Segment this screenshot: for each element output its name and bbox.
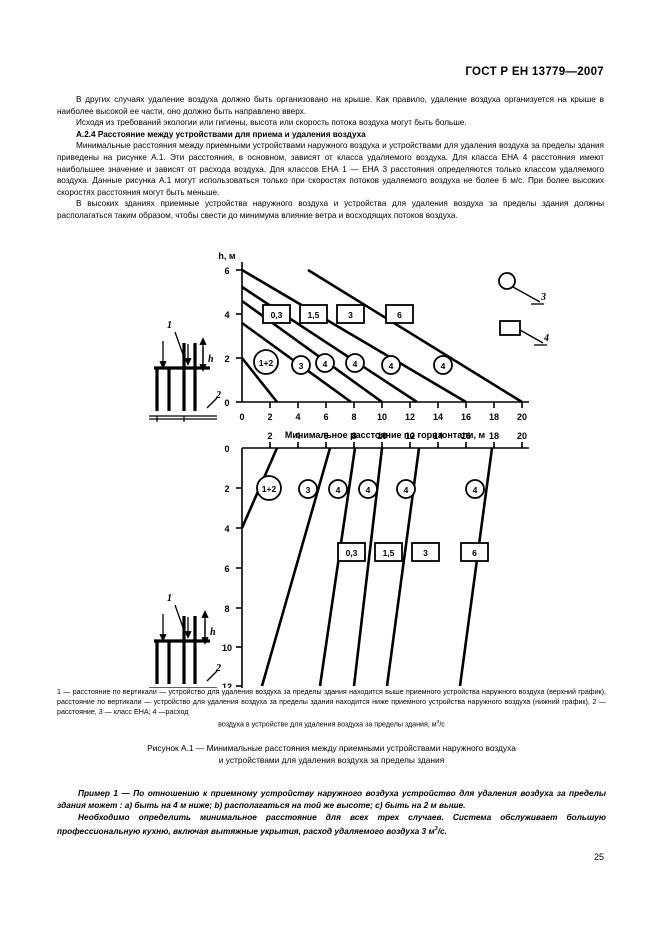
- svg-text:4: 4: [295, 431, 300, 441]
- svg-text:4: 4: [224, 524, 229, 534]
- figure-note-line-3: находится ниже приемного устройства нару…: [57, 698, 606, 717]
- upper-circle-label-2: 4: [323, 359, 328, 369]
- svg-text:10: 10: [222, 643, 232, 653]
- svg-text:0: 0: [224, 444, 229, 454]
- svg-text:2: 2: [224, 484, 229, 494]
- svg-text:18: 18: [489, 431, 499, 441]
- example-block: Пример 1 — По отношению к приемному устр…: [57, 787, 606, 837]
- svg-text:20: 20: [517, 412, 527, 422]
- svg-text:16: 16: [461, 412, 471, 422]
- paragraph-2: Исходя из требований экологии или гигиен…: [76, 118, 467, 128]
- lower-chart: 2 4 6 8 10 12 14 16 18 20 0 2 4 6: [222, 431, 529, 688]
- lower-box-label-2: 3: [423, 548, 428, 558]
- section-heading-a24: А.2.4 Расстояние между устройствами для …: [76, 129, 366, 139]
- figure-note: 1 — расстояние по вертикали — устройство…: [57, 687, 606, 729]
- page-number: 25: [593, 852, 604, 862]
- building-sketch-lower: h 1 2: [149, 593, 221, 688]
- figure-note-line-2: наружного воздуха (верхний график), расс…: [57, 688, 606, 707]
- upper-chart-lines: [240, 268, 523, 404]
- example-paragraph-2: Необходимо определить минимальное рассто…: [57, 812, 606, 837]
- lower-circle-label-1: 3: [306, 485, 311, 495]
- figure-legend: 3 4: [498, 272, 549, 346]
- svg-text:14: 14: [433, 412, 443, 422]
- paragraph-1: В других случаях удаление воздуха должно…: [57, 95, 604, 116]
- svg-text:12: 12: [405, 431, 415, 441]
- upper-circle-label-1: 3: [299, 361, 304, 371]
- upper-box-label-0: 0,3: [271, 310, 283, 320]
- paragraph-4: В высоких зданиях приемные устройства на…: [57, 199, 604, 220]
- svg-text:6: 6: [323, 431, 328, 441]
- upper-box-label-2: 3: [348, 310, 353, 320]
- svg-text:4: 4: [295, 412, 300, 422]
- svg-text:10: 10: [377, 431, 387, 441]
- body-text-block: В других случаях удаление воздуха должно…: [57, 94, 604, 222]
- lower-yticks: 0 2 4 6 8 10 12 h, м: [222, 444, 242, 688]
- example-paragraph-1: Пример 1 — По отношению к приемному устр…: [57, 788, 606, 811]
- lower-circle-labels: 1+2 3 4 4 4 4: [256, 475, 485, 501]
- callout-2-lower: 2: [215, 663, 221, 674]
- upper-chart: 0 2 4 6 h, м 2 4 6 8 10 12 14 16 18 20: [218, 251, 549, 440]
- upper-circle-label-5: 4: [441, 361, 446, 371]
- callout-2-upper: 2: [215, 390, 221, 401]
- svg-text:8: 8: [351, 431, 356, 441]
- svg-text:2: 2: [267, 412, 272, 422]
- upper-circle-label-3: 4: [353, 359, 358, 369]
- figure-caption-line-1: Рисунок А.1 — Минимальные расстояния меж…: [147, 743, 516, 753]
- upper-ytick-0: 0: [224, 398, 229, 408]
- h-label-upper: h: [208, 354, 214, 365]
- svg-text:10: 10: [377, 412, 387, 422]
- figure-note-line-1: 1 — расстояние по вертикали — устройство…: [57, 688, 480, 696]
- callout-1-upper: 1: [167, 320, 172, 331]
- building-sketch-upper: h 1 2: [149, 320, 221, 422]
- figure-caption-line-2: и устройствами для удаления воздуха за п…: [218, 755, 445, 765]
- figure-a1-svg: .ln { stroke:#000; stroke-width:2.6; fil…: [149, 251, 549, 688]
- lower-circle-label-5: 4: [473, 485, 478, 495]
- upper-box-labels: 0,3 1,5 3 6: [262, 304, 414, 324]
- standard-header: ГОСТ Р ЕН 13779—2007: [465, 66, 604, 78]
- flow-marker-rect-icon: [499, 320, 521, 336]
- svg-text:14: 14: [433, 431, 443, 441]
- legend-flow-label: 4: [543, 333, 549, 344]
- upper-y-axis-label: h, м: [218, 251, 235, 261]
- svg-text:2: 2: [267, 431, 272, 441]
- h-label-lower: h: [210, 627, 216, 638]
- figure-x-axis-label: Минимальное расстояние по горизонтали, м: [285, 430, 486, 440]
- upper-ytick-2: 2: [224, 354, 229, 364]
- upper-circle-labels: 1+2 3 4 4 4 4: [253, 349, 453, 375]
- upper-box-label-3: 6: [397, 310, 402, 320]
- svg-text:0: 0: [239, 412, 244, 422]
- paragraph-3: Минимальные расстояния между приемными у…: [57, 141, 604, 197]
- lower-box-labels: 0,3 1,5 3 6: [337, 542, 489, 562]
- callout-1-lower: 1: [167, 593, 172, 604]
- class-marker-circle-icon: [498, 272, 516, 290]
- figure-caption: Рисунок А.1 — Минимальные расстояния меж…: [57, 742, 606, 766]
- upper-ytick-6: 6: [224, 266, 229, 276]
- svg-text:20: 20: [517, 431, 527, 441]
- lower-circle-label-2: 4: [336, 485, 341, 495]
- svg-text:8: 8: [351, 412, 356, 422]
- lower-circle-label-0: 1+2: [262, 484, 277, 494]
- upper-ytick-4: 4: [224, 310, 229, 320]
- upper-box-label-1: 1,5: [308, 310, 320, 320]
- figure-note-line-4: воздуха в устройстве для удаления воздух…: [218, 719, 445, 728]
- svg-text:18: 18: [489, 412, 499, 422]
- lower-circle-label-4: 4: [404, 485, 409, 495]
- lower-xticks: 2 4 6 8 10 12 14 16 18 20: [267, 431, 527, 448]
- svg-text:12: 12: [405, 412, 415, 422]
- lower-box-label-3: 6: [472, 548, 477, 558]
- lower-box-label-1: 1,5: [383, 548, 395, 558]
- upper-xticks: 2 4 6 8 10 12 14 16 18 20 0: [239, 402, 527, 422]
- lower-box-label-0: 0,3: [346, 548, 358, 558]
- figure-a1: .ln { stroke:#000; stroke-width:2.6; fil…: [57, 248, 604, 688]
- svg-text:6: 6: [224, 564, 229, 574]
- svg-text:16: 16: [461, 431, 471, 441]
- svg-text:12: 12: [222, 682, 232, 688]
- lower-circle-label-3: 4: [366, 485, 371, 495]
- upper-circle-label-4: 4: [389, 361, 394, 371]
- upper-circle-label-0: 1+2: [259, 358, 274, 368]
- svg-text:8: 8: [224, 604, 229, 614]
- legend-class-label: 3: [540, 292, 546, 303]
- svg-text:6: 6: [323, 412, 328, 422]
